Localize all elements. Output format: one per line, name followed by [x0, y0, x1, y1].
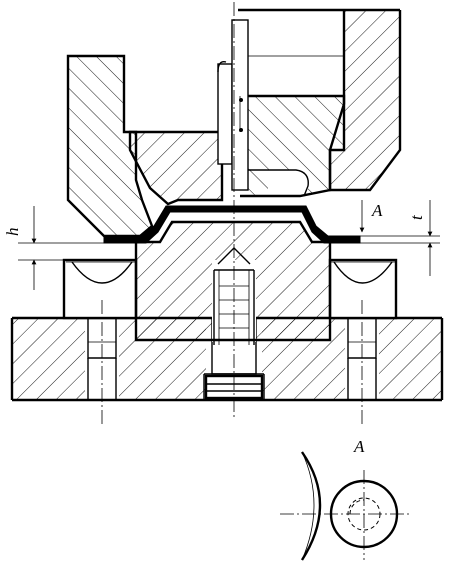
upper-punch-center [128, 130, 224, 206]
ejector-pin [217, 19, 249, 191]
label-h: h [3, 228, 22, 237]
upper-die-holder-right [238, 8, 402, 192]
dimension-h: h [3, 206, 112, 290]
label-t: t [407, 214, 426, 220]
view-arrow-a: A [359, 200, 383, 233]
dimension-t: t [360, 200, 440, 276]
view-a-detail: A [280, 437, 412, 561]
label-a-view: A [353, 437, 365, 456]
lower-die-block [134, 220, 332, 345]
left-stripper-block [62, 258, 138, 320]
upper-punch-left [66, 54, 154, 238]
center-lines [101, 2, 363, 426]
right-stripper-block [328, 258, 398, 320]
upper-punch-right [240, 94, 346, 198]
label-a-arrow: A [371, 201, 383, 220]
